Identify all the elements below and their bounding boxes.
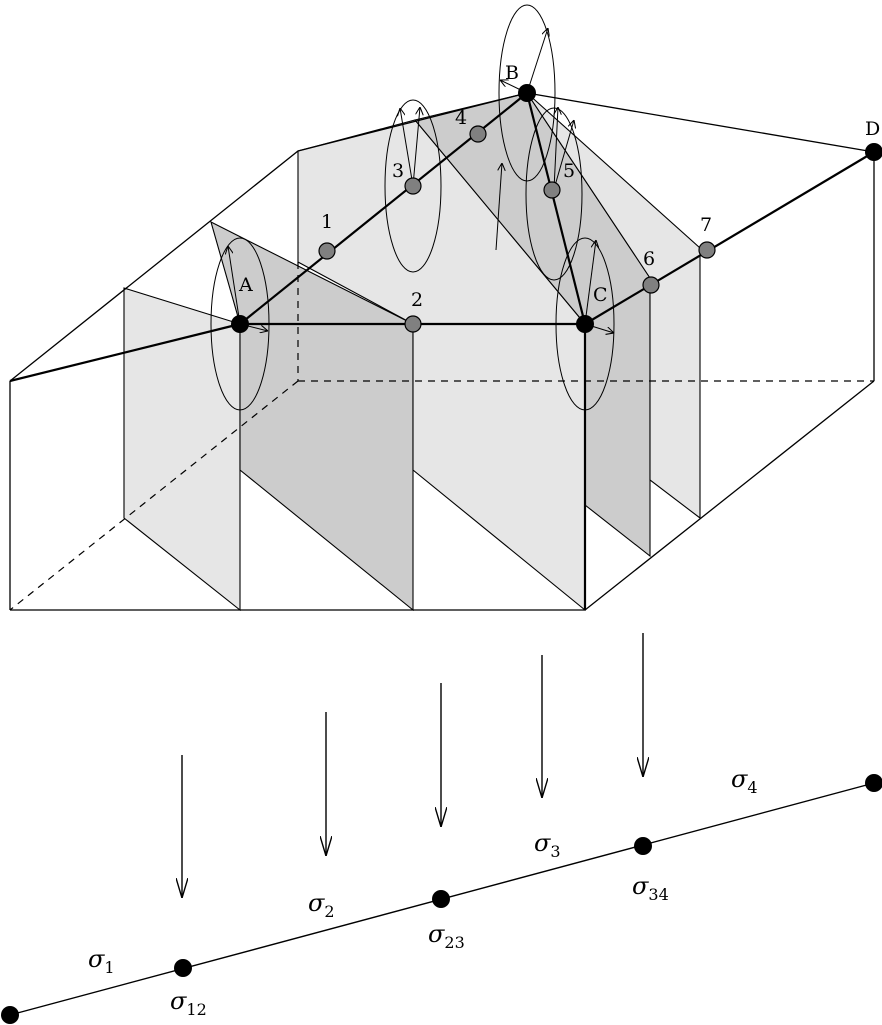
edge-c-d [584,151,875,325]
vertex-d-dot [865,143,882,161]
base-point-23 [432,890,450,908]
label-3: 3 [392,160,404,182]
edge-b-c [525,92,587,325]
point-3 [404,177,422,195]
wall-label-23: σ23 [428,920,465,952]
arrow-a-up [228,246,241,325]
arrow-5-a [553,107,558,190]
point-4 [469,125,487,143]
point-5 [543,181,561,199]
box-edges [9,92,875,611]
point-6 [642,276,660,294]
arrow-3-a [400,108,414,187]
wall-front-light [123,287,241,612]
arrow-c-up [584,240,596,325]
stratum-label-3: σ3 [534,829,561,861]
box-right-bottom [584,380,875,611]
label-4: 4 [455,107,467,129]
label-1: 1 [321,211,333,233]
vertex-a-dot [231,315,249,333]
label-5: 5 [563,160,575,182]
label-c: C [593,284,608,306]
arrow-5-b [553,120,574,190]
wall-back-light [526,92,701,520]
ellipse-a [210,237,270,411]
ellipse-b [498,4,556,182]
label-b: B [505,62,519,84]
label-6: 6 [643,248,655,270]
wall-label-12: σ12 [170,987,207,1019]
link-ellipses [210,4,615,411]
label-d: D [865,118,880,140]
base-point-34 [634,837,652,855]
projection-arrows [182,633,643,898]
ellipse-c [555,237,615,411]
label-a: A [238,274,253,296]
box-top-left [9,92,528,382]
hidden-edge-diagonal [9,380,299,611]
label-7: 7 [700,214,712,236]
black-points [231,84,882,333]
edge-point-labels: 1 2 3 4 5 6 7 [321,107,712,311]
base-endpoint-right [865,774,882,792]
wall-a-dark [210,220,414,612]
wall-label-34: σ34 [632,872,669,904]
stratum-label-2: σ2 [308,889,335,921]
point-1 [318,242,336,260]
box-top-right [526,92,875,153]
vertex-b-dot [518,84,536,102]
arrow-b-up [526,28,548,94]
label-2: 2 [411,289,423,311]
walls [123,92,701,612]
stratum-label-4: σ4 [731,765,758,797]
point-2 [404,315,422,333]
edge-left-a [9,322,241,383]
ellipse-3 [384,99,442,273]
base-endpoint-left [1,1006,19,1024]
point-7 [698,241,716,259]
vertex-c-dot [576,315,594,333]
vertex-labels: A B C D [238,62,880,306]
grey-points [318,125,716,333]
base-point-12 [174,959,192,977]
arrow-wall [495,163,502,251]
stratum-label-1: σ1 [88,945,115,977]
arrow-3-b [412,107,420,187]
base-stratification: σ1 σ2 σ3 σ4 σ12 σ23 σ34 [1,765,882,1024]
